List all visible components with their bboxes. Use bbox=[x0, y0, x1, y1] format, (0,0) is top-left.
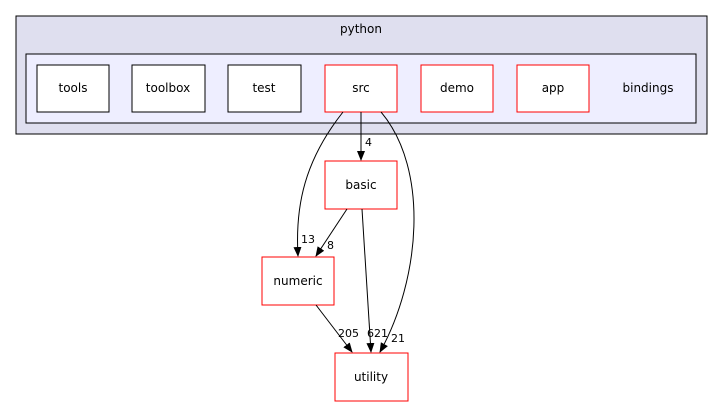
edge-numeric-utility-line bbox=[315, 304, 353, 353]
node-app[interactable]: app bbox=[516, 64, 590, 113]
node-demo-box bbox=[420, 64, 494, 113]
cluster-python-label: python bbox=[340, 22, 382, 36]
node-src-label: src bbox=[352, 81, 370, 95]
edge-basic-utility-line bbox=[361, 208, 375, 353]
node-utility[interactable]: utility bbox=[334, 352, 409, 402]
node-numeric-label: numeric bbox=[273, 274, 322, 288]
node-toolbox-box bbox=[131, 64, 206, 113]
node-src[interactable]: src bbox=[324, 64, 398, 113]
edge-src-numeric[interactable]: 13 bbox=[293, 111, 344, 257]
edge-numeric-utility[interactable]: 205 bbox=[315, 304, 359, 353]
node-numeric[interactable]: numeric bbox=[261, 256, 335, 306]
node-utility-label: utility bbox=[354, 370, 388, 384]
edge-src-utility[interactable]: 21 bbox=[379, 111, 415, 353]
node-utility-box bbox=[334, 352, 409, 402]
edge-basic-numeric[interactable]: 8 bbox=[315, 208, 348, 257]
node-basic[interactable]: basic bbox=[324, 160, 398, 210]
node-app-label: app bbox=[542, 81, 565, 95]
node-app-box bbox=[516, 64, 590, 113]
node-tools-label: tools bbox=[59, 81, 88, 95]
edge-src-numeric-label: 13 bbox=[301, 233, 315, 246]
node-basic-label: basic bbox=[345, 178, 376, 192]
edge-basic-numeric-line bbox=[315, 208, 348, 257]
node-test-label: test bbox=[252, 81, 275, 95]
node-numeric-box bbox=[261, 256, 335, 306]
node-tools[interactable]: tools bbox=[36, 64, 110, 113]
edge-basic-utility-label: 621 bbox=[367, 327, 388, 340]
edge-src-utility-line bbox=[379, 111, 415, 353]
node-tools-box bbox=[36, 64, 110, 113]
node-test[interactable]: test bbox=[227, 64, 302, 113]
node-toolbox-label: toolbox bbox=[146, 81, 190, 95]
node-toolbox[interactable]: toolbox bbox=[131, 64, 206, 113]
node-test-box bbox=[227, 64, 302, 113]
edge-src-basic-label: 4 bbox=[365, 136, 372, 149]
node-demo[interactable]: demo bbox=[420, 64, 494, 113]
edge-src-basic[interactable]: 4 bbox=[357, 112, 372, 161]
node-basic-box bbox=[324, 160, 398, 210]
node-demo-label: demo bbox=[440, 81, 474, 95]
edge-src-numeric-line bbox=[293, 111, 344, 257]
edge-numeric-utility-label: 205 bbox=[338, 327, 359, 340]
edge-src-utility-label: 21 bbox=[391, 332, 405, 345]
edge-basic-utility[interactable]: 621 bbox=[361, 208, 388, 353]
node-src-box bbox=[324, 64, 398, 113]
cluster-bindings-label: bindings bbox=[623, 81, 674, 95]
edge-basic-numeric-label: 8 bbox=[327, 239, 334, 252]
